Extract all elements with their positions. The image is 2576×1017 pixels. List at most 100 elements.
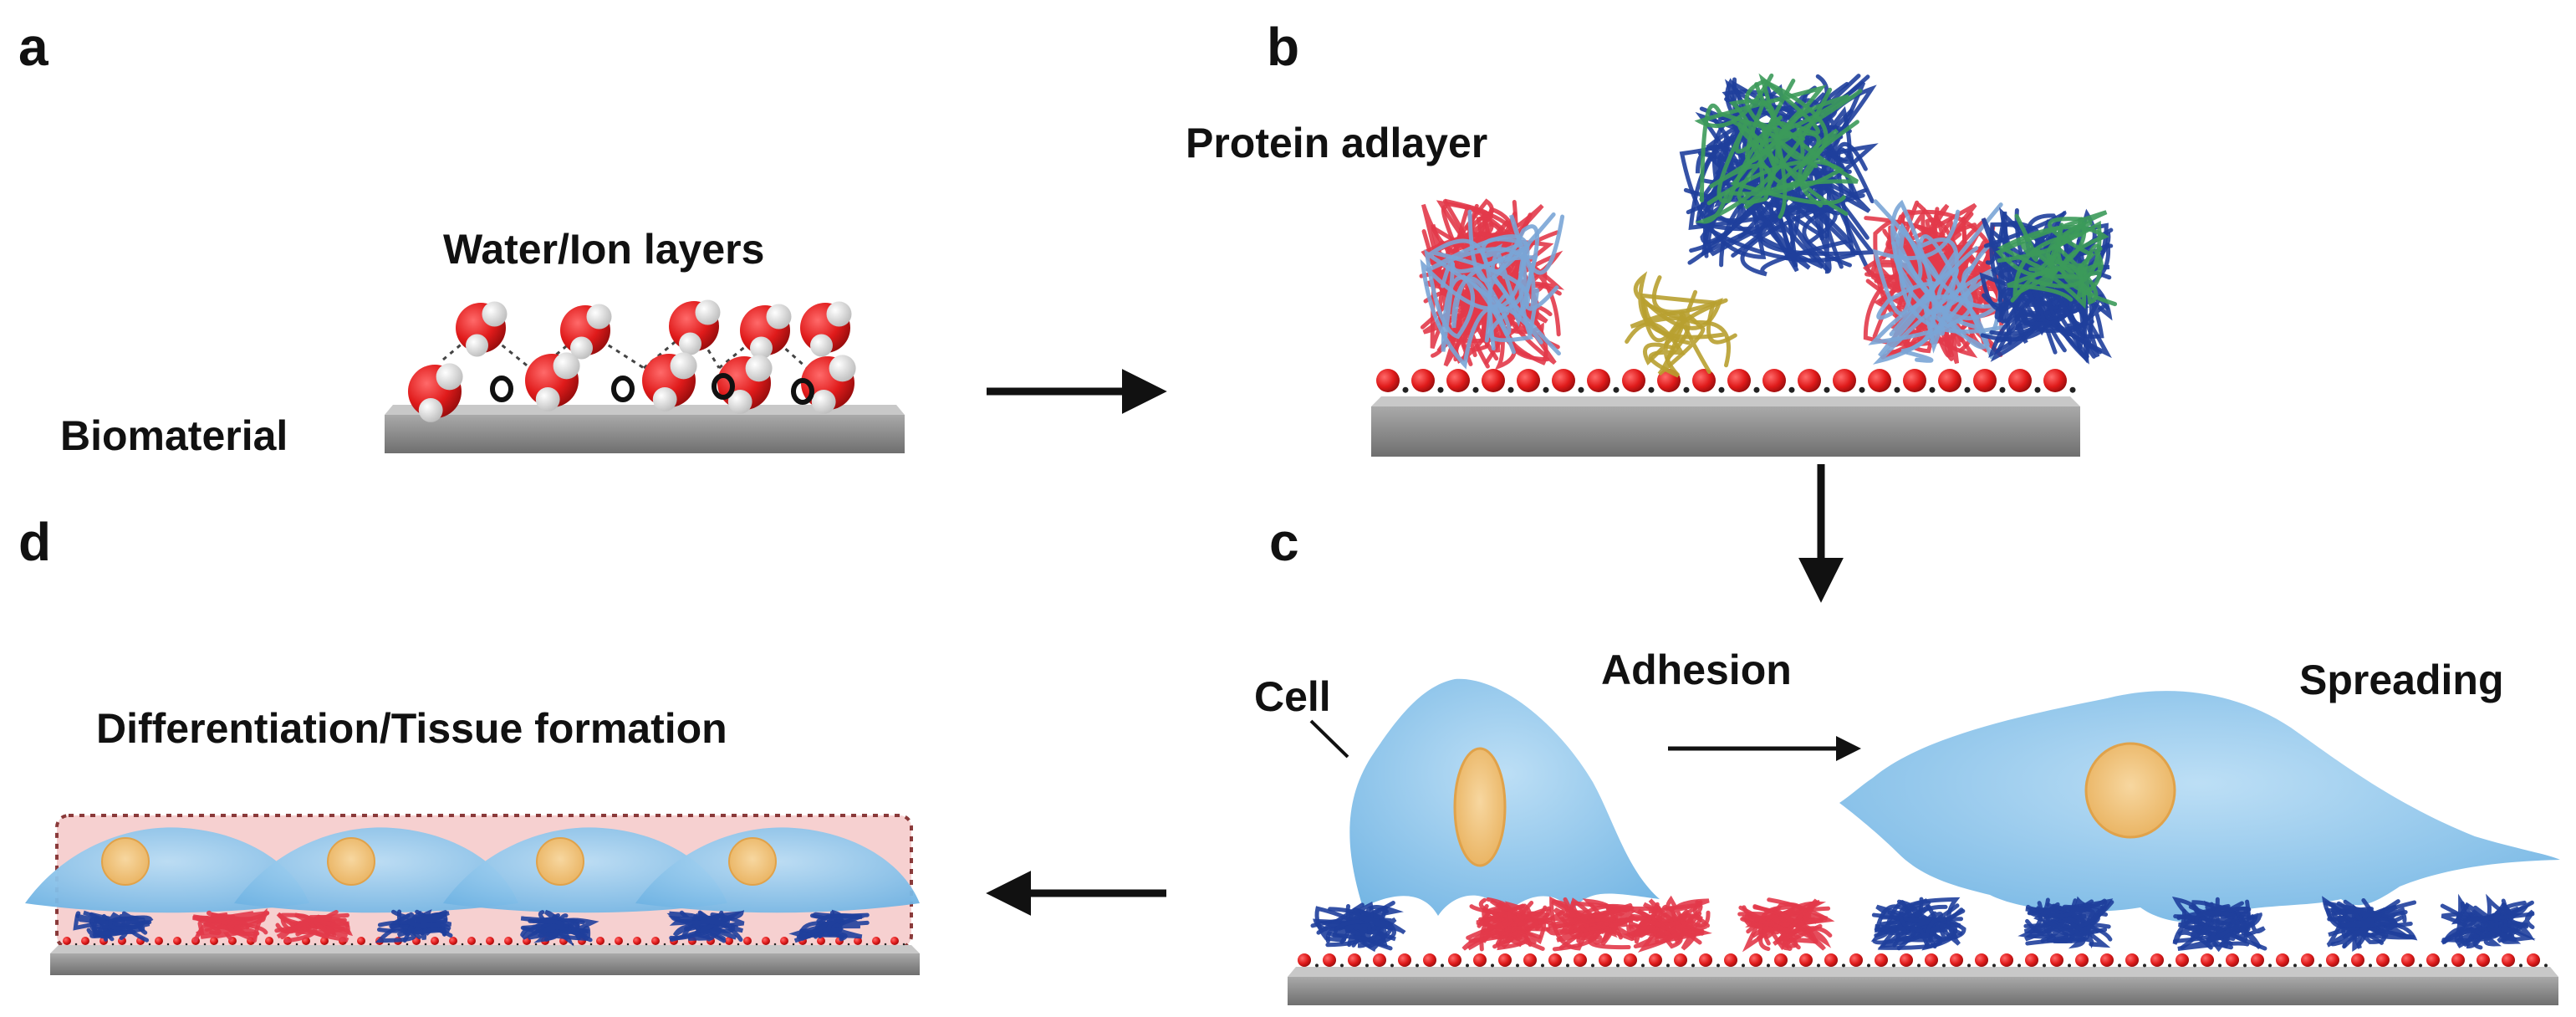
ion-dot bbox=[792, 943, 795, 946]
protein-ribbon bbox=[695, 911, 744, 933]
water-bead bbox=[210, 937, 218, 945]
water-bead bbox=[762, 937, 770, 945]
ion-dot bbox=[1716, 963, 1720, 968]
ion-dot bbox=[222, 943, 225, 946]
protein-ribbon bbox=[1630, 913, 1683, 949]
ion-dot bbox=[1541, 963, 1544, 968]
ion-dot bbox=[1666, 963, 1670, 968]
water-bead bbox=[615, 937, 623, 945]
water-bead bbox=[1348, 953, 1361, 967]
ion-dot bbox=[2394, 963, 2397, 968]
tissue-cells bbox=[25, 827, 920, 913]
protein-ribbon bbox=[89, 912, 150, 935]
panel-c-letter: c bbox=[1269, 512, 1299, 572]
ion-dot bbox=[516, 943, 519, 946]
ion-dot bbox=[277, 943, 280, 946]
ion-dot bbox=[1507, 386, 1514, 393]
ion-dot bbox=[1466, 963, 1469, 968]
protein-adlayer-label: Protein adlayer bbox=[1186, 120, 1487, 166]
protein-ribbon bbox=[2206, 918, 2251, 944]
tissue-cell bbox=[25, 827, 309, 913]
ion-dot bbox=[479, 943, 482, 946]
water-bead bbox=[357, 937, 365, 945]
protein-ribbon bbox=[2007, 267, 2074, 302]
water-molecule bbox=[456, 301, 508, 357]
spreading-cell bbox=[1839, 691, 2560, 922]
cell-label: Cell bbox=[1254, 673, 1331, 720]
ion-dot bbox=[534, 943, 538, 946]
water-bead bbox=[265, 937, 273, 945]
water-bead bbox=[1903, 369, 1926, 392]
ion-dot bbox=[1942, 963, 1946, 968]
ion-dot bbox=[2218, 963, 2221, 968]
protein-ribbon bbox=[2441, 900, 2527, 945]
protein-ribbon bbox=[1929, 241, 2003, 344]
ion-dot bbox=[1929, 386, 1936, 393]
ion-dot bbox=[314, 943, 317, 946]
protein-ribbon bbox=[2497, 902, 2535, 943]
panel-b: b Protein adlayer bbox=[1186, 17, 2118, 457]
water-bead bbox=[1446, 369, 1470, 392]
water-bead bbox=[2477, 953, 2490, 967]
ion-dot bbox=[2017, 963, 2021, 968]
ion-dot bbox=[1859, 386, 1865, 393]
protein-ribbon bbox=[687, 910, 722, 942]
water-bead bbox=[2150, 953, 2164, 967]
water-bead bbox=[2376, 953, 2390, 967]
panel-a-letter: a bbox=[18, 17, 48, 77]
water-bead bbox=[1599, 953, 1612, 967]
ion-dot bbox=[1788, 386, 1795, 393]
water-bead bbox=[2276, 953, 2289, 967]
water-bead bbox=[2502, 953, 2515, 967]
ion-dot bbox=[1441, 963, 1444, 968]
ion-dot bbox=[1566, 963, 1569, 968]
ion-dot bbox=[553, 943, 556, 946]
water-molecule bbox=[801, 355, 856, 414]
water-bead bbox=[320, 937, 329, 945]
protein-ribbon bbox=[406, 910, 452, 929]
water-bead bbox=[2025, 953, 2038, 967]
adhesion-label: Adhesion bbox=[1601, 646, 1792, 693]
water-bead bbox=[1473, 953, 1487, 967]
protein-ribbon bbox=[2482, 912, 2535, 943]
ion-dot bbox=[773, 943, 777, 946]
water-bead bbox=[596, 937, 604, 945]
tissue-cell bbox=[234, 827, 518, 913]
ion bbox=[490, 376, 513, 402]
water-bead bbox=[1798, 369, 1821, 392]
ion-dot bbox=[74, 943, 78, 946]
water-bead bbox=[1692, 369, 1716, 392]
ion-dot bbox=[1824, 386, 1830, 393]
water-bead bbox=[1423, 953, 1436, 967]
ion-dot bbox=[148, 943, 151, 946]
ion-dot bbox=[1892, 963, 1895, 968]
protein-ribbon bbox=[799, 910, 834, 941]
ion-dot bbox=[2243, 963, 2247, 968]
protein-ribbon bbox=[1625, 298, 1728, 378]
water-bead bbox=[2008, 369, 2032, 392]
water-bead bbox=[1411, 369, 1435, 392]
ion-dot bbox=[1767, 963, 1770, 968]
water-bead bbox=[1398, 953, 1411, 967]
water-bead bbox=[2050, 953, 2063, 967]
water-molecule bbox=[800, 301, 852, 357]
protein-ribbon bbox=[308, 917, 350, 936]
water-bead bbox=[467, 937, 476, 945]
water-bead bbox=[1849, 953, 1863, 967]
protein-ribbon bbox=[2442, 926, 2503, 950]
panel-d-protein-layer bbox=[63, 907, 905, 947]
water-bead bbox=[2451, 953, 2465, 967]
protein-ribbon bbox=[1316, 902, 1390, 935]
ion-dot bbox=[737, 943, 740, 946]
ion-dot bbox=[1516, 963, 1519, 968]
ion-dot bbox=[111, 943, 115, 946]
water-bead bbox=[1574, 953, 1587, 967]
ion-dot bbox=[166, 943, 170, 946]
ion-dot bbox=[755, 943, 758, 946]
ion-dot bbox=[1753, 386, 1760, 393]
ion-dot bbox=[1491, 963, 1494, 968]
water-bead bbox=[1517, 369, 1540, 392]
ion-dot bbox=[1402, 386, 1409, 393]
water-bead bbox=[1875, 953, 1888, 967]
